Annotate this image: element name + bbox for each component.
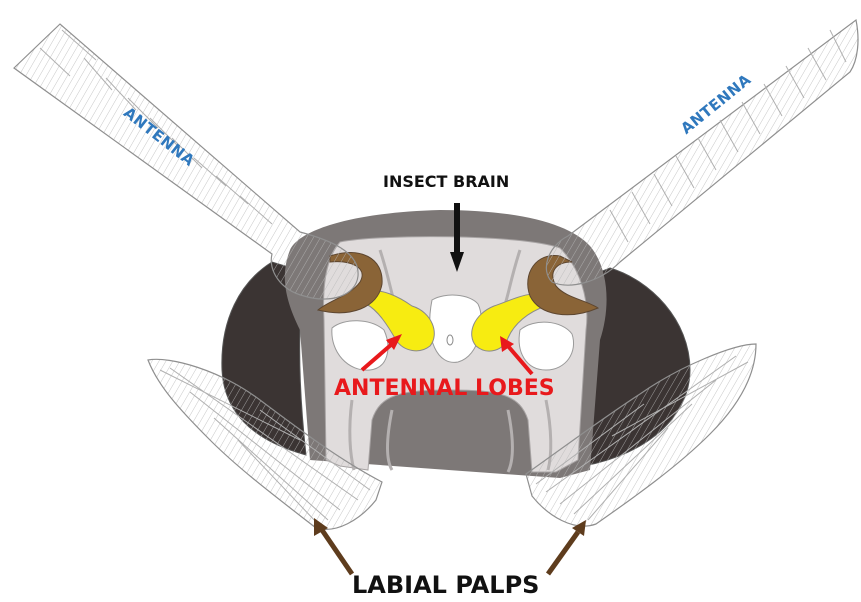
insect-brain-label: INSECT BRAIN — [383, 174, 509, 190]
brain-cavity-right — [519, 322, 573, 370]
antennal-lobes-label: ANTENNAL LOBES — [334, 378, 555, 400]
labial-palp-arrow-right — [548, 520, 586, 574]
antenna-right — [546, 20, 858, 285]
labial-palps-label: LABIAL PALPS — [352, 573, 539, 597]
